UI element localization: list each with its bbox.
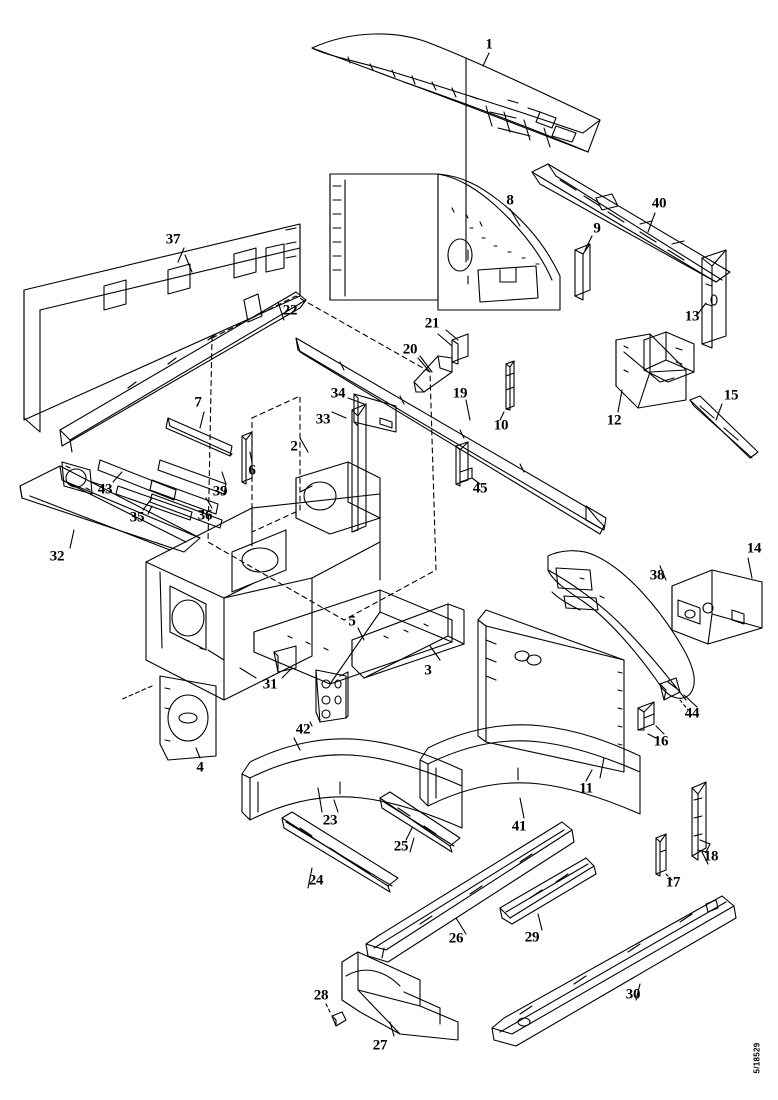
callout-24: 24 [308, 872, 324, 889]
part-11-rear-panel [477, 609, 625, 779]
callout-27: 27 [372, 1037, 388, 1054]
part-44-clip [659, 677, 689, 711]
leader-lines [112, 254, 698, 841]
callout-40: 40 [651, 195, 667, 212]
callout-3: 3 [424, 662, 432, 679]
drawing-code: 5/18529 [752, 1042, 762, 1074]
callout-7: 7 [194, 394, 202, 411]
part-33-upright [351, 403, 367, 533]
part-1-roof-rail [311, 33, 601, 263]
callout-20: 20 [402, 341, 418, 358]
part-35-rail [115, 485, 193, 521]
part-23-side-panel [241, 738, 463, 829]
callout-31: 31 [262, 676, 278, 693]
central-box-frame [145, 461, 381, 701]
part-28-small-clip [325, 1003, 347, 1027]
part-37-left-side-panel [23, 223, 301, 433]
part-38-fender-arch [547, 550, 695, 701]
callout-15: 15 [723, 387, 739, 404]
part-5-sill [253, 589, 453, 685]
callout-13: 13 [684, 308, 700, 325]
part-15-thin-rail [689, 395, 759, 459]
callout-9: 9 [593, 220, 601, 237]
callout-38: 38 [649, 567, 665, 584]
callout-28: 28 [313, 987, 329, 1004]
callout-18: 18 [703, 848, 719, 865]
callout-39: 39 [212, 483, 228, 500]
callout-2: 2 [290, 438, 298, 455]
callout-22: 22 [282, 302, 298, 319]
callout-41: 41 [511, 818, 527, 835]
part-3-sill [351, 603, 465, 679]
part-18-bracket [691, 781, 711, 865]
callout-25: 25 [393, 838, 409, 855]
part-16-clip [637, 701, 657, 739]
part-12-gusset-bracket [615, 333, 687, 413]
part-27-housing [341, 947, 459, 1041]
part-31-wedge [273, 645, 297, 679]
part-39-rails [97, 459, 227, 515]
callout-23: 23 [322, 812, 338, 829]
callout-19: 19 [452, 385, 468, 402]
part-40-upper-rail [531, 163, 731, 283]
part-30-rail [491, 895, 737, 1047]
callout-8: 8 [506, 192, 514, 209]
part-7-rail [165, 417, 233, 457]
part-9-bracket [574, 235, 593, 301]
callout-35: 35 [129, 509, 145, 526]
part-19-pointer [465, 399, 471, 421]
callout-32: 32 [49, 548, 65, 565]
part-10-pin [499, 360, 515, 421]
callout-43: 43 [97, 481, 113, 498]
callout-5: 5 [348, 613, 356, 630]
part-45-clip [455, 441, 481, 487]
callout-30: 30 [625, 986, 641, 1003]
part-26-rail [365, 821, 575, 963]
callout-42: 42 [295, 721, 311, 738]
part-29-rail [499, 857, 597, 931]
part-2-crossmember [295, 337, 607, 535]
part-21-brace [445, 329, 469, 365]
callout-17: 17 [665, 874, 681, 891]
callout-34: 34 [330, 385, 346, 402]
callout-21: 21 [424, 315, 440, 332]
callout-10: 10 [493, 417, 509, 434]
part-8-bulkhead-panel [329, 173, 561, 311]
part-24-rail [281, 811, 399, 893]
part-32-channel [19, 465, 201, 553]
callout-1: 1 [485, 36, 493, 53]
part-14-box [671, 557, 763, 645]
callout-36: 36 [197, 507, 213, 524]
callout-37: 37 [165, 231, 181, 248]
callout-11: 11 [579, 780, 593, 797]
part-6-plate [241, 431, 253, 485]
callout-12: 12 [606, 412, 622, 429]
part-22-frame-rail [59, 291, 307, 453]
callout-4: 4 [196, 759, 204, 776]
part-4-access-plate [119, 675, 217, 761]
part-20-gusset [413, 355, 453, 393]
callout-6: 6 [248, 462, 256, 479]
part-41-side-panel [419, 724, 641, 819]
callout-33: 33 [315, 411, 331, 428]
part-17-clip [655, 833, 673, 881]
callout-45: 45 [472, 480, 488, 497]
part-25-rail [379, 791, 461, 853]
deck-dashed-outline [207, 295, 437, 621]
callout-44: 44 [684, 705, 700, 722]
callout-26: 26 [448, 930, 464, 947]
callout-14: 14 [746, 540, 762, 557]
part-42-hinge-plate [309, 669, 349, 727]
callout-29: 29 [524, 929, 540, 946]
callout-16: 16 [653, 733, 669, 750]
